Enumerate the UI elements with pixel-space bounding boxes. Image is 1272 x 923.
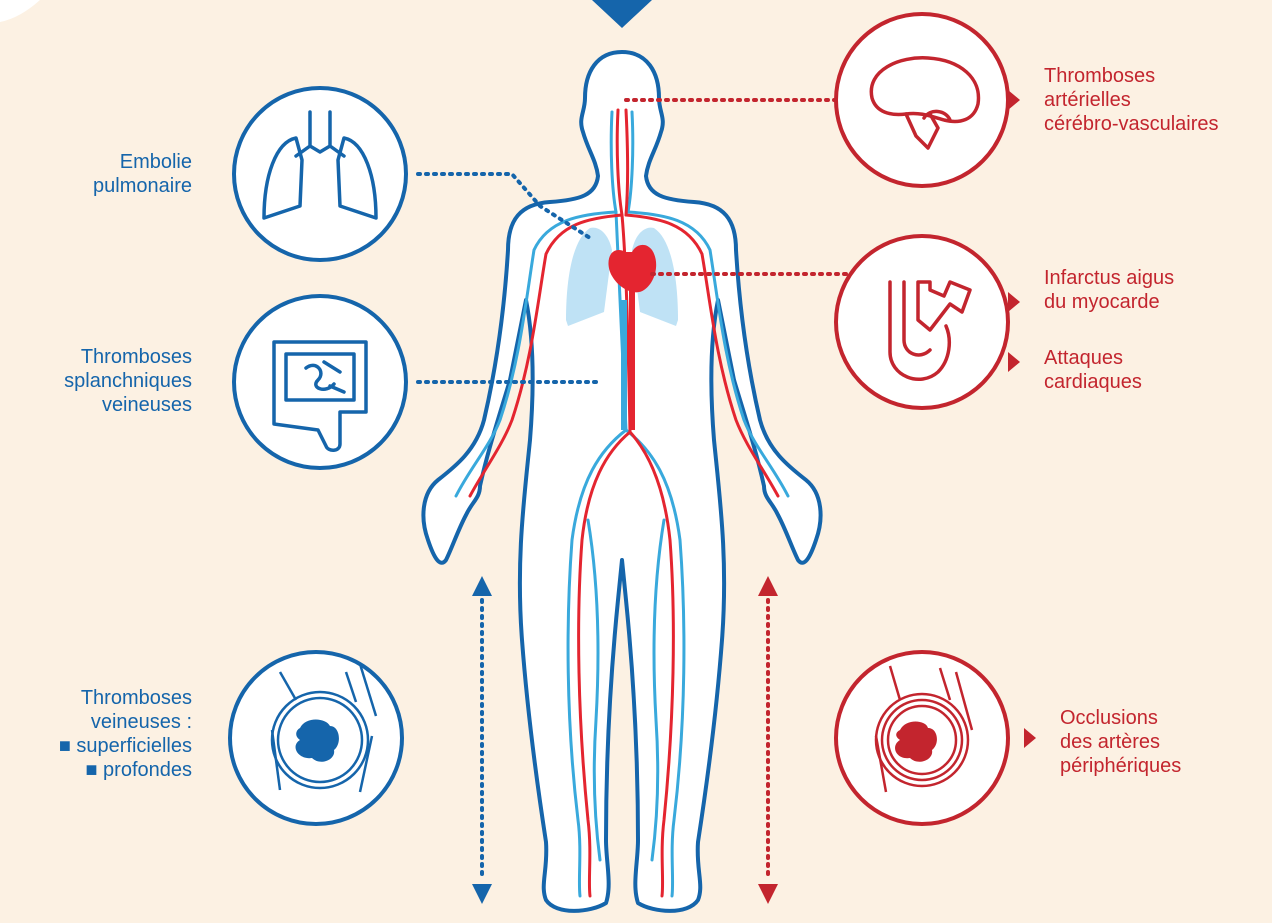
label-venous-bullet2: ■ profondes [59, 758, 192, 782]
label-splanchnic: Thromboses splanchniques veineuses [64, 345, 192, 417]
intestines-icon [232, 296, 406, 468]
human-body [423, 52, 820, 911]
corner-shape [0, 0, 40, 22]
label-attacks-line2: cardiaques [1044, 370, 1142, 394]
label-cerebro-line1: Thromboses [1044, 64, 1219, 88]
arrowhead-red-down [758, 884, 778, 904]
label-peripheral-line3: périphériques [1060, 754, 1181, 778]
artery-clot-icon [836, 652, 1036, 824]
label-pulmonary-line1: Embolie [93, 150, 192, 174]
arrowhead-blue-down [472, 884, 492, 904]
label-infarct: Infarctus aigus du myocarde [1044, 266, 1174, 314]
heart-icon [836, 236, 1020, 408]
label-venous-line1: Thromboses [59, 686, 192, 710]
arrowhead-red-up [758, 576, 778, 596]
label-splanchnic-line2: splanchniques [64, 369, 192, 393]
label-pulmonary: Embolie pulmonaire [93, 150, 192, 198]
label-venous-bullet1: ■ superficielles [59, 734, 192, 758]
label-peripheral-line2: des artères [1060, 730, 1181, 754]
top-arrow [592, 0, 652, 28]
label-cerebro-line3: cérébro-vasculaires [1044, 112, 1219, 136]
label-peripheral-line1: Occlusions [1060, 706, 1181, 730]
brain-icon [836, 14, 1020, 186]
label-venous: Thromboses veineuses : ■ superficielles … [59, 686, 192, 782]
label-venous-line2: veineuses : [59, 710, 192, 734]
label-infarct-line1: Infarctus aigus [1044, 266, 1174, 290]
vein-clot-icon [228, 652, 402, 824]
body-silhouette [423, 52, 820, 911]
label-attacks: Attaques cardiaques [1044, 346, 1142, 394]
label-cerebro: Thromboses artérielles cérébro-vasculair… [1044, 64, 1219, 136]
label-peripheral: Occlusions des artères périphériques [1060, 706, 1181, 778]
label-splanchnic-line1: Thromboses [64, 345, 192, 369]
label-pulmonary-line2: pulmonaire [93, 174, 192, 198]
lungs-icon [232, 88, 406, 260]
label-infarct-line2: du myocarde [1044, 290, 1174, 314]
label-splanchnic-line3: veineuses [64, 393, 192, 417]
arrowhead-blue-up [472, 576, 492, 596]
label-cerebro-line2: artérielles [1044, 88, 1219, 112]
label-attacks-line1: Attaques [1044, 346, 1142, 370]
